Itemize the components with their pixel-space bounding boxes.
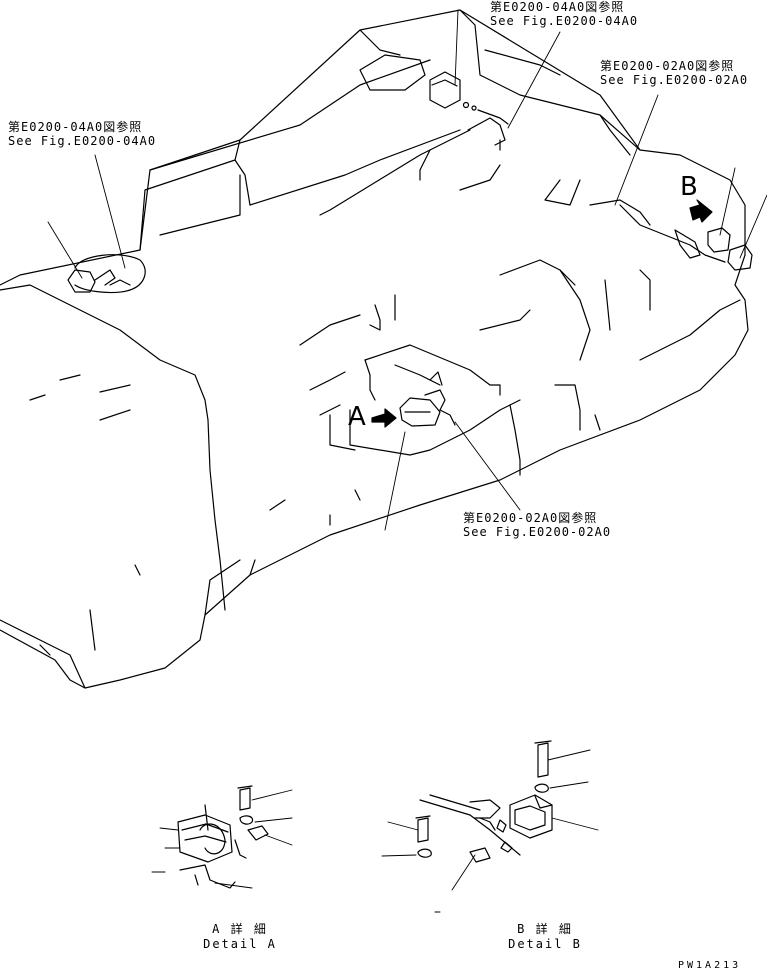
callout-left-en: See Fig.E0200-04A0: [8, 134, 157, 148]
callout-top-right: 第E0200-02A0図参照 See Fig.E0200-02A0: [600, 59, 748, 87]
detail-a-drawing: [151, 785, 293, 889]
arrow-b: [689, 199, 713, 223]
left-light-assembly: [67, 254, 146, 294]
marker-a: A: [348, 402, 366, 432]
callout-left: 第E0200-04A0図参照 See Fig.E0200-04A0: [8, 120, 156, 148]
callout-top-center-ja: 第E0200-04A0図参照: [490, 0, 625, 14]
callout-top-center: 第E0200-04A0図参照 See Fig.E0200-04A0: [490, 0, 638, 28]
detail-a-caption-ja: A 詳 細: [212, 922, 268, 936]
callout-center: 第E0200-02A0図参照 See Fig.E0200-02A0: [463, 511, 611, 539]
callout-top-right-en: See Fig.E0200-02A0: [600, 73, 749, 87]
arrow-a: [371, 408, 397, 428]
callout-top-right-ja: 第E0200-02A0図参照: [600, 59, 735, 73]
top-light-assembly: [359, 54, 509, 151]
detail-b-drawing: [381, 740, 599, 913]
center-light-assembly: [394, 364, 456, 427]
right-light-assembly: [589, 199, 753, 271]
callout-center-ja: 第E0200-02A0図参照: [463, 511, 598, 525]
callout-left-ja: 第E0200-04A0図参照: [8, 120, 143, 134]
callout-top-center-en: See Fig.E0200-04A0: [490, 14, 639, 28]
marker-b: B: [680, 172, 698, 202]
detail-a-caption-en: Detail A: [203, 937, 277, 951]
leader-lines: [47, 9, 767, 531]
detail-a-caption: A 詳 細 Detail A: [195, 920, 285, 951]
machine-body: [0, 9, 749, 689]
detail-b-caption-en: Detail B: [508, 937, 582, 951]
detail-b-caption-ja: B 詳 細: [517, 922, 573, 936]
detail-b-caption: B 詳 細 Detail B: [500, 920, 590, 951]
drawing-code: PW1A213: [678, 960, 742, 971]
callout-center-en: See Fig.E0200-02A0: [463, 525, 612, 539]
